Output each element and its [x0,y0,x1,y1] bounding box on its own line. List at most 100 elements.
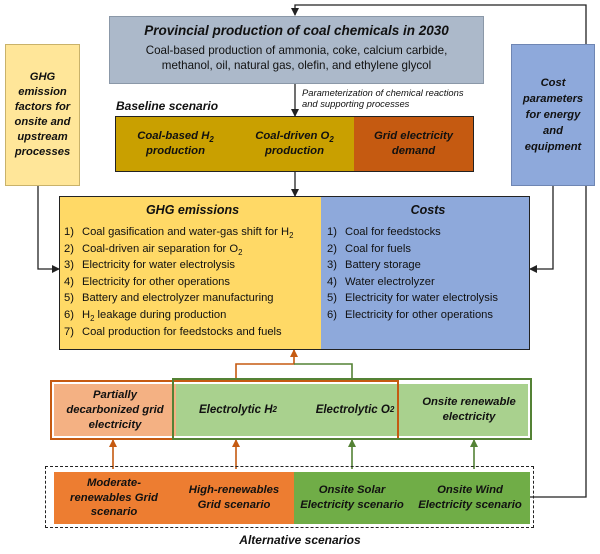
results-box: GHG emissions 1)Coal gasification and wa… [59,196,530,350]
cost-item-3: 3)Battery storage [327,257,529,274]
ghg-item-4: 4)Electricity for other operations [64,274,321,291]
cost-params-line-5: equipment [524,141,582,153]
ghg-item-2-text: Coal-driven air separation for O2 [82,241,242,258]
coal-chemicals-line-2: methanol, oil, natural gas, olefin, and … [161,59,432,72]
scenario-4-line-1: Onsite Wind [437,484,503,496]
ghg-item-3: 3) Electricity for water electrolysis [64,257,321,274]
grid-box-line-3: electricity [88,418,142,431]
ghg-item-6-pre: H [82,308,91,321]
scenario-onsite-solar: Onsite Solar Electricity scenario [294,472,410,524]
baseline-scenario-label: Baseline scenario [116,99,219,113]
ghg-factors-line-1: GHG [29,71,56,83]
ghg-emissions-panel: GHG emissions 1)Coal gasification and wa… [60,197,321,349]
ghg-emission-factors-box: GHG emission factors for onsite and upst… [5,44,80,186]
baseline-coal-o2-line-1: Coal-driven O2 [255,129,333,144]
baseline-grid-electricity: Grid electricity demand [354,117,473,171]
coal-chemicals-box: Provincial production of coal chemicals … [109,16,484,84]
cost-params-line-4: and [543,125,563,137]
ghg-item-5: 5) Battery and electrolyzer manufacturing [64,290,321,307]
cost-item-5-text: Electricity for water electrolysis [345,292,498,305]
scenario-2-line-1: High-renewables [188,484,280,496]
baseline-coal-h2-line-1: Coal-based H2 [137,129,214,144]
cost-item-1-text: Coal for feedstocks [345,226,441,238]
ghg-item-3-text: Electricity for water electrolysis [82,259,235,272]
costs-list: 1) Coal for feedstocks 2)Coal for fuels 3… [327,224,529,324]
scenario-1-line-3: scenario [90,506,138,519]
cost-params-line-2: parameters [522,93,584,105]
middle-green-fill [176,384,528,436]
ghg-factors-line-5: upstream [17,131,68,143]
baseline-coal-o2-sub: 2 [329,135,334,144]
costs-panel: Costs 1) Coal for feedstocks 2)Coal for f… [321,197,529,349]
cost-item-2: 2)Coal for fuels [327,241,529,258]
ghg-item-2-sub: 2 [238,247,243,257]
partially-decarbonized-grid-box: Partially decarbonized grid electricity [54,384,176,436]
ghg-emissions-list: 1) Coal gasification and water-gas shift … [64,224,321,340]
arrow-ghg-factors [37,186,60,273]
ghg-item-6-post: leakage during production [94,308,227,321]
ghg-item-2-number: 2) [64,242,74,255]
parameterization-line-1: Parameterization of chemical reactions [302,87,464,98]
onsite-box-line-2: electricity [442,411,496,423]
cost-item-4-number: 4) [327,275,337,288]
arrow-green-up [294,363,353,378]
ghg-item-3-number: 3) [64,259,74,272]
ghg-item-5-text: Battery and electrolyzer manufacturing [82,292,274,305]
cost-item-5: 5) Electricity for water electrolysis [327,290,529,307]
ghg-item-7-number: 7) [64,325,74,338]
alternative-scenarios-frame [45,466,534,528]
ghg-item-1-text: Coal gasification and water-gas shift fo… [82,224,293,241]
baseline-coal-h2: Coal-based H2 production [116,117,235,171]
ghg-item-4-number: 4) [64,275,74,288]
scenario-1-line-2: renewables Grid [70,491,158,504]
scenario-2-line-2: Grid scenario [197,499,271,511]
scenario-1-line-1: Moderate- [87,477,141,490]
scenario-4-line-2: Electricity scenario [418,499,522,511]
ghg-item-7: 7)Coal production for feedstocks and fue… [64,324,321,341]
cost-item-6-text: Electricity for other operations [345,308,493,321]
scenario-onsite-wind: Onsite Wind Electricity scenario [410,472,530,524]
electrolytic-h2-text: Electrolytic H [199,404,273,416]
scenario-high-renewables: High-renewables Grid scenario [174,472,294,524]
ghg-item-1-number: 1) [64,226,74,238]
cost-item-1-number: 1) [327,226,337,238]
onsite-box-line-1: Onsite renewable [422,396,516,408]
scenario-3-line-1: Onsite Solar [318,484,386,496]
green-grouping-outline [172,378,532,440]
ghg-item-1: 1) Coal gasification and water-gas shift … [64,224,321,241]
ghg-item-6-sub: 2 [90,313,95,323]
cost-item-5-number: 5) [327,292,337,305]
ghg-factors-line-4: onsite and [14,116,71,128]
cost-item-3-text: Battery storage [345,259,421,272]
costs-title: Costs [410,203,446,217]
baseline-coal-o2-text: Coal-driven O [255,130,330,142]
electrolytic-o2-text: Electrolytic O [315,404,390,416]
cost-params-line-1: Cost [540,77,566,89]
cost-item-6-number: 6) [327,308,337,321]
ghg-item-1-sub: 2 [289,231,294,240]
arrow-cost-parameters [529,186,554,273]
baseline-scenario-box: Coal-based H2 production Coal-driven O2 … [115,116,474,172]
cost-item-6: 6) Electricity for other operations [327,307,529,324]
ghg-factors-line-6: processes [14,146,71,158]
cost-params-line-3: for energy [525,109,581,121]
ghg-item-6: 6) H2 leakage during production [64,307,321,324]
ghg-item-6-text: H2 leakage during production [82,307,226,324]
alternative-scenarios-label: Alternative scenarios [239,533,361,547]
ghg-item-6-number: 6) [64,308,74,321]
ghg-item-1-pre: Coal gasification and water-gas shift fo… [82,226,290,238]
baseline-coal-o2-line-2: production [265,145,324,157]
parameterization-note: Parameterization of chemical reactions a… [302,87,502,109]
cost-item-4-text: Water electrolyzer [345,275,435,288]
cost-item-1: 1) Coal for feedstocks [327,224,529,241]
baseline-grid-line-1: Grid electricity [373,130,454,142]
ghg-factors-line-3: factors for [14,101,71,113]
ghg-item-2: 2) Coal-driven air separation for O2 [64,241,321,258]
baseline-grid-line-2: demand [391,145,436,157]
ghg-item-5-number: 5) [64,292,74,305]
cost-parameters-box: Cost parameters for energy and equipment [511,44,595,186]
